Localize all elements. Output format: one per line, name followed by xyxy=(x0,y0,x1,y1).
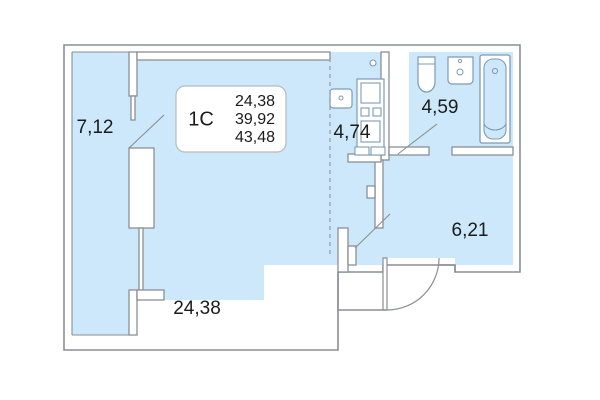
room-labels: 7,12 24,38 4,74 4,59 6,21 xyxy=(77,97,489,319)
balcony-door-leaf-lower xyxy=(138,227,144,291)
kitchen-base-cabinet-left xyxy=(354,146,370,156)
apartment-code: 1C xyxy=(188,108,214,130)
wall-kitchen-lower-vertical xyxy=(374,159,384,229)
bathroom-fixtures xyxy=(417,54,511,144)
apartment-info-box[interactable]: 1C 24,38 39,92 43,48 xyxy=(175,85,287,153)
kitchen-fixtures xyxy=(329,59,386,156)
area-total: 43,48 xyxy=(235,129,275,146)
kitchen-appliance xyxy=(360,120,381,143)
area-living: 39,92 xyxy=(235,111,275,128)
room-label-hallway: 6,21 xyxy=(452,220,489,241)
refrigerator-handle-icon xyxy=(338,95,344,101)
entry-threshold xyxy=(337,272,387,311)
balcony-sliding-door-panel xyxy=(128,147,155,229)
wall-balcony-lower xyxy=(128,289,138,336)
wall-hallway-living xyxy=(337,227,349,273)
room-label-kitchen: 4,74 xyxy=(334,122,371,143)
area-rooms: 24,38 xyxy=(235,93,275,110)
wall-balcony-lower-stub xyxy=(136,289,165,301)
balcony-door-leaf-upper xyxy=(130,95,136,121)
room-label-bathroom: 4,59 xyxy=(422,97,459,118)
toilet xyxy=(417,56,436,93)
door-jamb-kitchen-lower xyxy=(366,185,376,199)
internal-walls xyxy=(71,51,514,336)
entry-door-arc xyxy=(386,257,440,311)
bathtub-step-line xyxy=(483,123,507,131)
balcony-door-swing xyxy=(128,114,165,149)
bathtub-drain-icon xyxy=(491,67,499,75)
cooktop-burner-right xyxy=(372,107,382,117)
wall-top-living xyxy=(136,51,331,61)
kitchen-base-cabinet-right xyxy=(370,146,386,156)
door-jamb-hallway xyxy=(347,245,357,266)
wall-bathroom-bottom-right xyxy=(451,146,514,156)
door-swings xyxy=(354,123,438,249)
cooktop-burner-left xyxy=(360,107,370,117)
room-label-balcony: 7,12 xyxy=(77,117,114,138)
info-box-background xyxy=(175,85,287,153)
entry-door xyxy=(337,257,456,311)
washbasin-drain-icon xyxy=(456,68,464,76)
balcony-fill xyxy=(72,52,129,335)
kitchen-sink xyxy=(360,82,381,104)
door-swing-hallway xyxy=(354,213,391,249)
washbasin-tap-icon xyxy=(457,58,463,64)
room-label-living-room: 24,38 xyxy=(173,298,221,319)
wall-balcony-upper xyxy=(128,51,138,97)
bathtub-inner xyxy=(483,58,507,140)
door-swing-bathroom xyxy=(397,123,438,155)
wall-bathroom-bottom-left xyxy=(388,146,430,156)
kitchen-vent-icon xyxy=(369,59,377,67)
hallway-fill xyxy=(348,147,513,265)
entry-threshold-right xyxy=(439,264,456,272)
entry-door-leaf xyxy=(382,257,388,311)
